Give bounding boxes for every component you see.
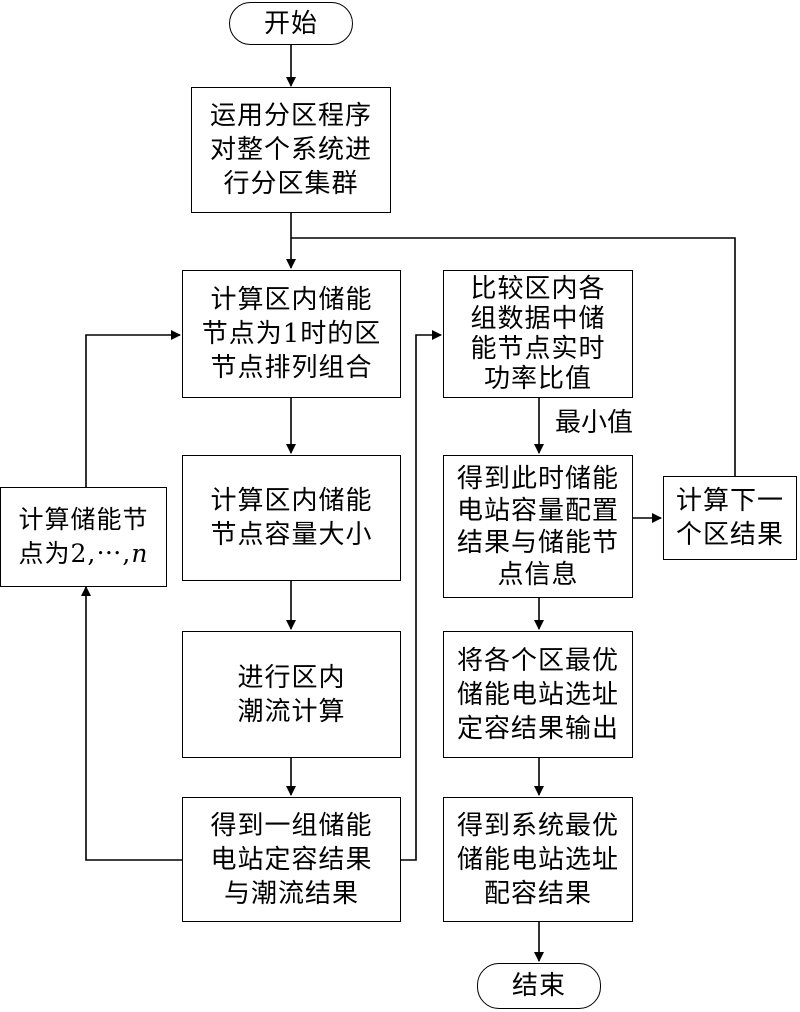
- next-zone-step: 计算下一 个区结果: [663, 476, 797, 560]
- output-step: 将各个区最优 储能电站选址 定容结果输出: [443, 631, 633, 758]
- start-terminal: 开始: [229, 2, 353, 45]
- get-result-step: 得到一组储能 电站定容结果 与潮流结果: [182, 797, 401, 922]
- calc-capacity-step: 计算区内储能 节点容量大小: [182, 455, 401, 581]
- compare-step: 比较区内各 组数据中储 能节点实时 功率比值: [443, 270, 633, 398]
- get-config-step: 得到此时储能 电站容量配置 结果与储能节 点信息: [443, 455, 633, 598]
- system-optimal-step: 得到系统最优 储能电站选址 配容结果: [443, 797, 633, 922]
- arrow-loop-to-combo: [85, 330, 181, 487]
- loop-node-count-step: 计算储能节 点为2,⋯,n: [0, 487, 167, 587]
- calc-combination-step: 计算区内储能 节点为1时的区 节点排列组合: [182, 270, 401, 398]
- min-value-label: 最小值: [555, 408, 634, 438]
- partition-step: 运用分区程序 对整个系统进 行分区集群: [191, 87, 391, 213]
- power-flow-step: 进行区内 潮流计算: [182, 631, 401, 758]
- loop-node-count-text: 计算储能节 点为2,⋯,n: [18, 505, 149, 568]
- arrow-next-to-combo: [291, 237, 736, 476]
- arrow-result-to-compare: [401, 330, 442, 861]
- end-terminal: 结束: [477, 963, 601, 1009]
- arrow-result-to-loop: [81, 586, 182, 861]
